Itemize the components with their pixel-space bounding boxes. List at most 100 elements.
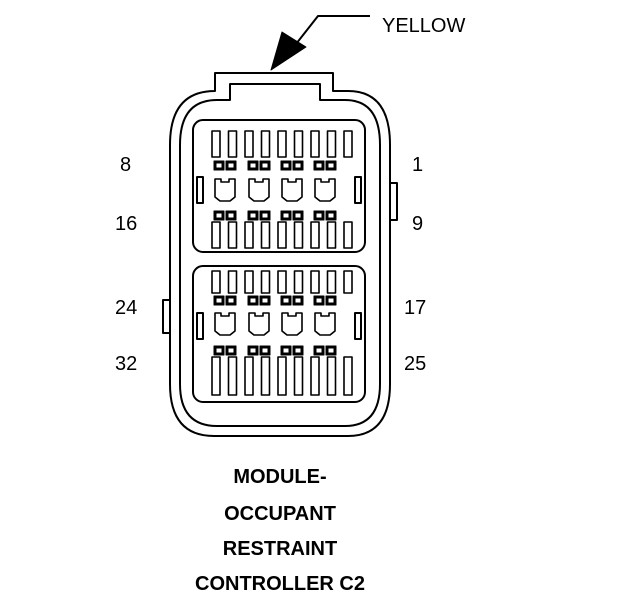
terminal-cavity [248, 312, 270, 336]
pin-label-17: 17 [404, 297, 427, 319]
title-line-1: MODULE- [233, 466, 327, 488]
terminal-pin-pair [328, 213, 334, 218]
slot-upper-right [354, 176, 362, 204]
terminal-lock-tab [310, 356, 320, 396]
terminal-pin-pair [328, 348, 334, 353]
terminal-lock-tab [260, 221, 271, 249]
pin-label-25: 25 [404, 353, 427, 375]
terminal-pin-pair [250, 213, 256, 218]
wire-color-label: YELLOW [382, 15, 466, 37]
terminal-pin-pair [316, 163, 322, 168]
terminal-lock-tab [310, 130, 320, 158]
pin-label-32: 32 [115, 353, 138, 375]
terminal-lock-tab [211, 356, 221, 396]
terminal-lock-tab [244, 356, 254, 396]
terminal-pin-pair [283, 348, 289, 353]
pin-label-1: 1 [412, 154, 424, 176]
terminal-lock-tab [227, 130, 238, 158]
terminal-cavity [314, 178, 336, 202]
slot-lower-left [196, 312, 204, 340]
terminal-lock-tab [293, 130, 304, 158]
terminal-lock-tab [260, 270, 271, 294]
terminal-lock-tab [293, 270, 304, 294]
terminal-lock-tab [244, 270, 254, 294]
connector-housing-outer [169, 72, 391, 437]
terminal-lock-tab [260, 130, 271, 158]
terminal-pin-pair [283, 163, 289, 168]
left-latch [162, 299, 170, 334]
slot-upper-left [196, 176, 204, 204]
terminal-cavity [248, 178, 270, 202]
terminal-pin-pair [295, 163, 301, 168]
terminal-pin-pair [283, 213, 289, 218]
terminal-pin-pair [328, 163, 334, 168]
terminal-lock-tab [260, 356, 271, 396]
slot-lower-right [354, 312, 362, 340]
terminal-pin-pair [283, 298, 289, 303]
terminal-lock-tab [343, 356, 353, 396]
terminal-pin-pair [316, 213, 322, 218]
terminal-lock-tab [343, 221, 353, 249]
terminal-pin-pair [295, 298, 301, 303]
terminal-lock-tab [293, 356, 304, 396]
terminal-pin-pair [216, 298, 222, 303]
pin-label-24: 24 [115, 297, 138, 319]
terminal-pin-pair [316, 348, 322, 353]
terminal-lock-tab [227, 356, 238, 396]
terminal-pin-pair [250, 163, 256, 168]
terminal-cavity [314, 312, 336, 336]
terminal-lock-tab [211, 270, 221, 294]
terminal-lock-tab [293, 221, 304, 249]
terminal-cavity [281, 312, 303, 336]
terminal-pin-pair [228, 213, 234, 218]
terminal-cavity [214, 178, 236, 202]
terminal-pin-pair [216, 348, 222, 353]
terminal-lock-tab [277, 356, 287, 396]
connector-housing-inner [179, 83, 381, 427]
terminal-lock-tab [277, 130, 287, 158]
terminal-pin-pair [250, 298, 256, 303]
callout-leader [270, 15, 370, 71]
terminal-pin-pair [250, 348, 256, 353]
terminal-lock-tab [310, 270, 320, 294]
terminal-pin-pair [216, 163, 222, 168]
terminal-lock-tab [277, 270, 287, 294]
title-line-4: CONTROLLER C2 [195, 573, 365, 595]
terminal-lock-tab [326, 130, 337, 158]
terminal-pin-pair [216, 213, 222, 218]
terminal-pin-pair [316, 298, 322, 303]
pin-label-8: 8 [120, 154, 132, 176]
terminal-pin-pair [262, 163, 268, 168]
lower-cavity-block [192, 265, 366, 403]
terminal-cavities [211, 130, 353, 396]
terminal-pin-pair [228, 163, 234, 168]
terminal-lock-tab [326, 356, 337, 396]
pin-label-9: 9 [412, 213, 424, 235]
right-latch [390, 182, 398, 221]
title-line-3: RESTRAINT [222, 538, 338, 560]
terminal-lock-tab [277, 221, 287, 249]
pin-label-16: 16 [115, 213, 138, 235]
terminal-pin-pair [262, 298, 268, 303]
terminal-lock-tab [244, 221, 254, 249]
terminal-lock-tab [310, 221, 320, 249]
terminal-lock-tab [211, 221, 221, 249]
terminal-lock-tab [326, 270, 337, 294]
terminal-pin-pair [295, 348, 301, 353]
terminal-lock-tab [343, 270, 353, 294]
upper-cavity-block [192, 119, 366, 253]
terminal-pin-pair [262, 348, 268, 353]
terminal-pin-pair [228, 348, 234, 353]
terminal-lock-tab [343, 130, 353, 158]
terminal-pin-pair [228, 298, 234, 303]
title-line-2: OCCUPANT [224, 503, 336, 525]
terminal-lock-tab [326, 221, 337, 249]
terminal-pin-pair [262, 213, 268, 218]
terminal-pin-pair [328, 298, 334, 303]
terminal-lock-tab [227, 270, 238, 294]
terminal-lock-tab [244, 130, 254, 158]
terminal-cavity [281, 178, 303, 202]
terminal-pin-pair [295, 213, 301, 218]
